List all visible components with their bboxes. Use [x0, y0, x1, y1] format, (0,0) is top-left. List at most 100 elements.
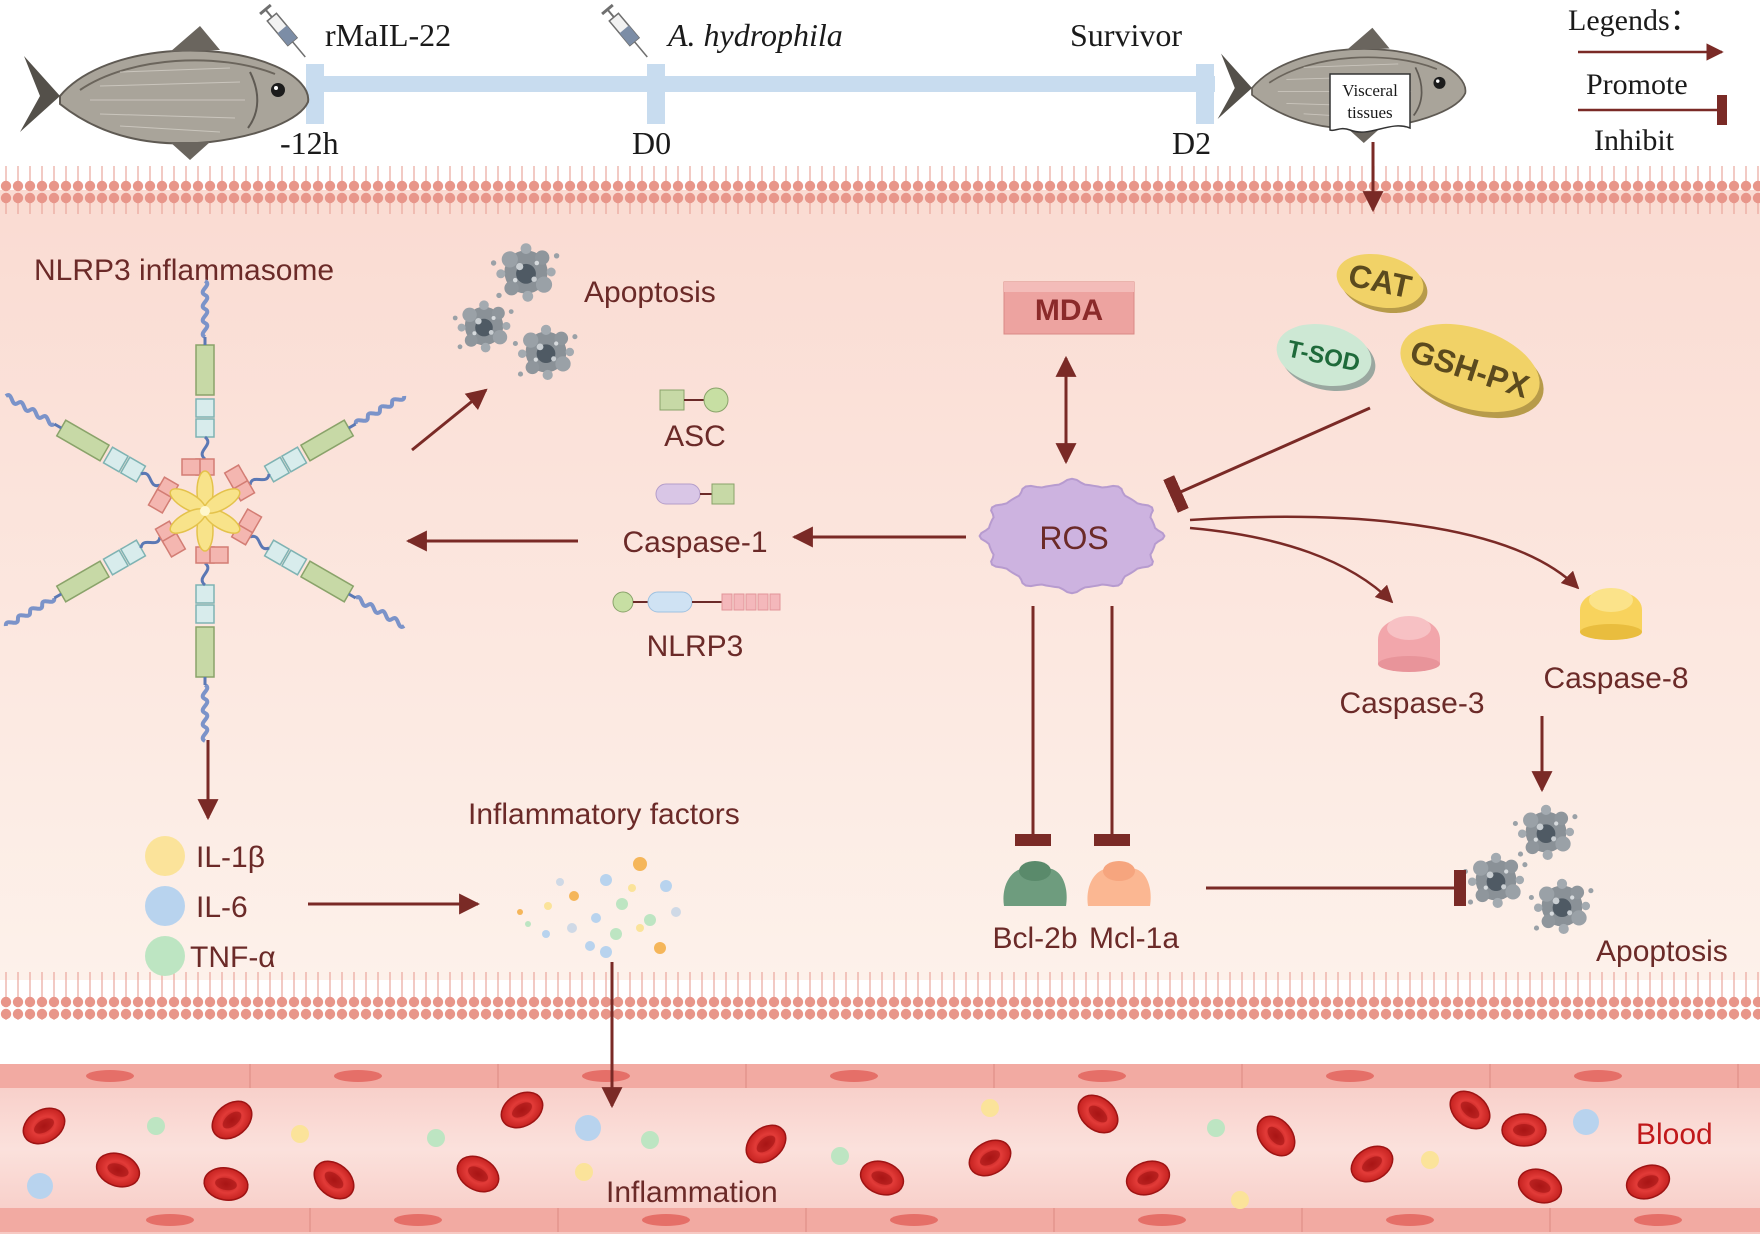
endothelial-nucleus [1138, 1214, 1186, 1226]
red-blood-cell-icon [1501, 1113, 1547, 1147]
tnfa-dot [145, 936, 185, 976]
endothelial-nucleus [1634, 1214, 1682, 1226]
blood-cytokine-particle [427, 1129, 445, 1147]
asc-label: ASC [664, 420, 726, 453]
arrow-ros-to-caspase3 [1189, 526, 1394, 604]
inflammatory-factor-particle [600, 946, 612, 958]
nlrp3-label: NLRP3 [647, 630, 744, 663]
timeline: rMaIL-22 A. hydrophila Survivor -12h D0 … [258, 3, 1215, 161]
red-blood-cell-icon [456, 1155, 500, 1193]
inflammatory-factor-particle [610, 928, 622, 940]
endothelial-nucleus [830, 1070, 878, 1082]
tsod-enzyme: T-SOD [1276, 324, 1376, 391]
endothelial-nucleus [146, 1214, 194, 1226]
timeline-event-survivor: Survivor [1070, 17, 1182, 53]
red-blood-cell-icon [22, 1107, 66, 1145]
blood-cytokine-particle [641, 1131, 659, 1149]
timeline-tick-label-d0: D0 [632, 125, 671, 161]
endothelial-nucleus [334, 1070, 382, 1082]
gshpx-enzyme: GSH-PX [1400, 323, 1544, 419]
blood-cytokine-particle [981, 1099, 999, 1117]
endothelial-nucleus [1326, 1070, 1374, 1082]
inflammatory-factor-particle [569, 891, 579, 901]
visceral-tissues-line1: Visceral [1342, 81, 1398, 100]
red-blood-cell-icon [1077, 1094, 1119, 1134]
blood-cytokine-particle [1207, 1119, 1225, 1137]
red-blood-cell-icon [95, 1152, 141, 1188]
inflammatory-factors-label: Inflammatory factors [468, 798, 740, 831]
inflammatory-factor-particle [671, 907, 681, 917]
red-blood-cell-icon [1517, 1168, 1563, 1204]
inflammatory-factor-particle [628, 884, 636, 892]
inflammatory-factor-particle [567, 923, 577, 933]
red-blood-cell-icon [859, 1160, 905, 1196]
timeline-tick-d0 [647, 64, 665, 124]
inflammatory-factor-particle [591, 913, 601, 923]
endothelial-nucleus [582, 1070, 630, 1082]
cat-enzyme: CAT [1336, 253, 1428, 314]
endothelial-nucleus [890, 1214, 938, 1226]
inflammatory-factor-particle [585, 941, 595, 951]
legend-title: Legends： [1568, 4, 1700, 37]
il6-dot [145, 886, 185, 926]
inflammatory-factor-particle [660, 880, 672, 892]
bcl2b-icon [1003, 861, 1067, 906]
legend-inhibit-label: Inhibit [1594, 124, 1675, 157]
inflammatory-factor-particle [644, 914, 656, 926]
inflammatory-factor-particle [600, 874, 612, 886]
mcl1a-label: Mcl-1a [1089, 922, 1179, 955]
il1b-label: IL-1β [196, 841, 265, 874]
cell-cytoplasm [0, 190, 1760, 980]
ros-label: ROS [1039, 520, 1108, 556]
timeline-event-treatment: rMaIL-22 [325, 17, 451, 53]
blood-cytokine-particle [291, 1125, 309, 1143]
asc-icon [659, 387, 729, 413]
inflammatory-factor-particles [517, 857, 681, 958]
caspase3-icon [1378, 616, 1440, 672]
red-blood-cell-icon [313, 1160, 355, 1200]
red-blood-cell-icon [968, 1139, 1012, 1177]
endothelial-nucleus [1078, 1070, 1126, 1082]
legend-promote-label: Promote [1586, 68, 1688, 101]
ros-icon: ROS [978, 477, 1166, 595]
cell-membrane-bottom [0, 972, 1760, 1020]
blood-cytokine-particle [575, 1163, 593, 1181]
inflammatory-factor-particle [544, 902, 552, 910]
tnfa-item: TNF-α [145, 936, 276, 976]
red-blood-cell-icon [1449, 1090, 1491, 1130]
timeline-bar [315, 76, 1215, 92]
caspase1-label: Caspase-1 [622, 526, 767, 559]
inflammatory-factor-particle [525, 921, 531, 927]
inflammatory-factor-particle [633, 857, 647, 871]
endothelial-nucleus [1386, 1214, 1434, 1226]
inflammatory-factor-particle [517, 909, 523, 915]
inflammatory-factor-particle [556, 878, 564, 886]
inflammatory-factor-particle [654, 942, 666, 954]
caspase1-icon [655, 483, 735, 505]
apoptosis-label-right: Apoptosis [1596, 935, 1728, 968]
il1b-item: IL-1β [145, 836, 265, 876]
endothelial-nucleus [86, 1070, 134, 1082]
legend: Legends： Promote Inhibit [1568, 4, 1727, 157]
red-blood-cell-icon [500, 1091, 544, 1129]
blood-cytokine-particle [831, 1147, 849, 1165]
blood-cytokine-particle [1231, 1191, 1249, 1209]
arrow-ros-to-caspase8 [1189, 515, 1580, 590]
blood-cytokine-particle [27, 1173, 53, 1199]
syringe-icon [258, 3, 313, 63]
arrow-inflammasome-to-apoptosis [411, 388, 488, 452]
mcl1a-icon [1087, 861, 1151, 906]
syringe-icon [600, 3, 655, 63]
red-blood-cell-icon [211, 1100, 253, 1140]
timeline-tick-start [306, 64, 324, 124]
timeline-tick-d2 [1196, 64, 1214, 124]
il6-label: IL-6 [196, 891, 248, 924]
cell-membrane-top [0, 166, 1760, 214]
nlrp3-icon [612, 591, 781, 613]
blood-cells [22, 1090, 1671, 1209]
endothelial-nucleus [642, 1214, 690, 1226]
blood-vessel [0, 1064, 1760, 1234]
fish-icon [19, 25, 310, 161]
blood-cytokine-particle [1421, 1151, 1439, 1169]
